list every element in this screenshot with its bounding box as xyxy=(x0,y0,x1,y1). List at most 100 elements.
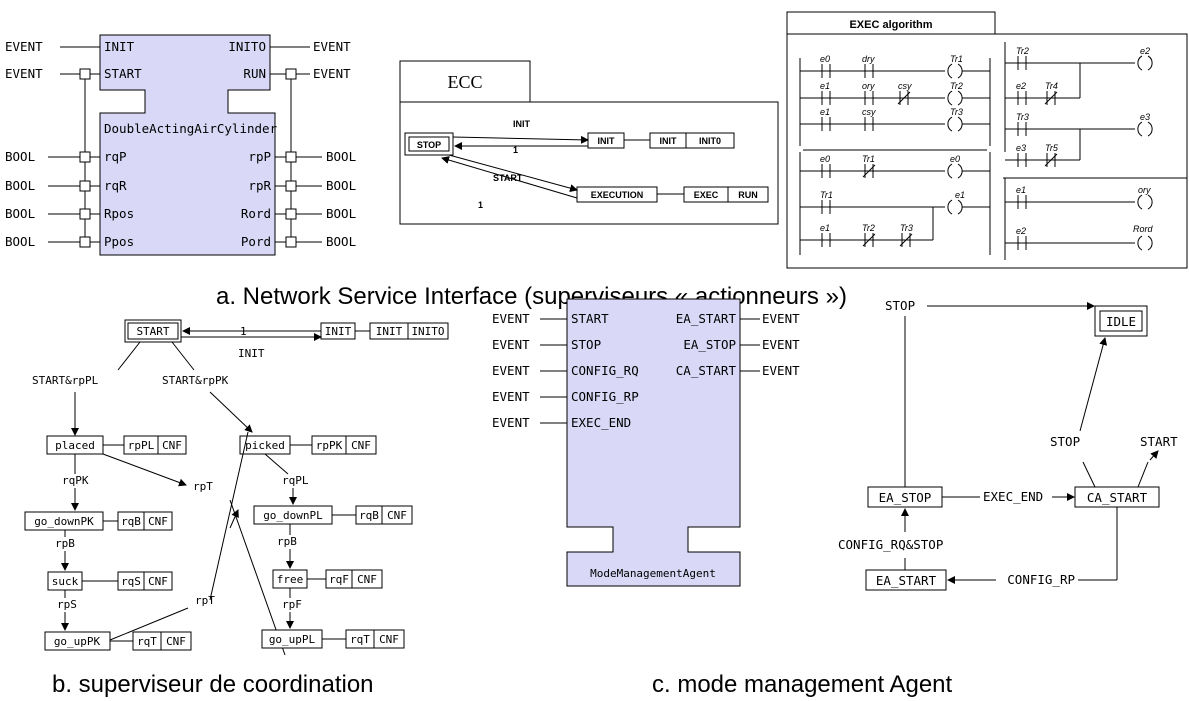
coord-trans-rpf: rpF xyxy=(282,598,302,611)
rung8-contact xyxy=(1017,195,1027,209)
coord-placed-label: placed xyxy=(55,439,95,452)
rung6b-contact-nc xyxy=(1044,91,1058,105)
port-rqP: rqP xyxy=(104,149,127,164)
mma-ca-start-label: CA_START xyxy=(1087,490,1148,505)
exec-title: EXEC algorithm xyxy=(849,19,932,31)
coord-go-downpl-action: rqB xyxy=(359,509,379,522)
rung5b-contact xyxy=(821,233,831,247)
mma-port-config-rq: CONFIG_RQ xyxy=(571,363,639,378)
rung6-label: Tr2 xyxy=(1016,46,1029,56)
ecc-title: ECC xyxy=(447,72,482,92)
mma-trans-stop-top: STOP xyxy=(885,298,915,313)
port-inito: INITO xyxy=(228,39,266,54)
mma-port-config-rp: CONFIG_RP xyxy=(571,389,639,404)
ecc-init-action-algo: INIT xyxy=(660,136,678,146)
rung3-label: e1 xyxy=(820,107,830,117)
data-type-label: BOOL xyxy=(326,178,356,193)
ecc-panel: ECC STOP INIT INIT INIT0 EXECUTION EXEC … xyxy=(399,60,779,225)
mma-ecc-panel: IDLE STOP EA_STOP CA_START EXEC_END STOP… xyxy=(838,298,1178,591)
mma-port-start: START xyxy=(571,311,609,326)
mma-trans-config-rq-stop: CONFIG_RQ&STOP xyxy=(838,537,943,552)
rung2-contact xyxy=(864,91,874,105)
rung3-contact xyxy=(821,117,831,131)
mma-port-stop: STOP xyxy=(571,337,601,352)
coord-trans-rpb: rpB xyxy=(277,535,297,548)
coord-trans-rqpl: rqPL xyxy=(282,474,309,487)
rung4-label: Tr1 xyxy=(862,154,875,164)
exec-algorithm-panel: EXEC algorithm e0 dry Tr1 e1 ory csy Tr2 xyxy=(786,11,1188,269)
coord-go-uppl-action: rqT xyxy=(350,633,370,646)
coord-placed-action: CNF xyxy=(162,439,182,452)
fb-mma: EVENT EVENT EVENT EVENT EVENT EVENT EVEN… xyxy=(492,298,800,587)
rung2-contact xyxy=(821,91,831,105)
rung4-label: e0 xyxy=(820,154,830,164)
ecc-exec-action-event: RUN xyxy=(738,190,758,200)
rung2-label: csy xyxy=(898,81,912,91)
data-type-label: BOOL xyxy=(5,206,35,221)
data-type-label: BOOL xyxy=(5,234,35,249)
rung8-label: e1 xyxy=(1016,185,1026,195)
coord-go-downpl-label: go_downPL xyxy=(263,509,323,522)
rung5b-contact-nc xyxy=(862,233,876,247)
rung6-contact xyxy=(1017,56,1027,70)
mma-trans-stop: STOP xyxy=(1050,434,1080,449)
coord-go-downpk-action: rqB xyxy=(121,515,141,528)
rung1-label: e0 xyxy=(820,54,830,64)
rung3-label: Tr3 xyxy=(950,107,963,117)
coord-picked-label: picked xyxy=(245,439,285,452)
rung5b-label: Tr2 xyxy=(862,223,875,233)
rung5b-label: e1 xyxy=(820,223,830,233)
caption-b: b. superviseur de coordination xyxy=(52,671,374,698)
coord-free-action: CNF xyxy=(357,573,377,586)
caption-a: a. Network Service Interface (superviseu… xyxy=(216,283,847,310)
mma-event-type: EVENT xyxy=(492,311,530,326)
coord-state-start xyxy=(127,322,179,340)
data-type-label: BOOL xyxy=(5,178,35,193)
coord-init-action: INIT xyxy=(376,325,403,338)
caption-c: c. mode management Agent xyxy=(652,671,953,698)
mma-port-ea-start: EA_START xyxy=(676,311,737,326)
rung1-contact xyxy=(821,64,831,78)
rung2-label: ory xyxy=(862,81,875,91)
coord-trans-start-pl: START&rpPL xyxy=(32,374,99,387)
coord-free-action: rqF xyxy=(329,573,349,586)
rung6b-label: e2 xyxy=(1016,81,1026,91)
rung8-coil xyxy=(1137,194,1153,210)
rung7b-label: Tr5 xyxy=(1045,143,1059,153)
rung4-contact-nc xyxy=(862,164,876,178)
rung8-label: ory xyxy=(1138,185,1151,195)
data-type-label: BOOL xyxy=(5,149,35,164)
port-rpR: rpR xyxy=(248,178,271,193)
coord-trans-one: 1 xyxy=(240,325,247,338)
coord-trans-rqpk: rqPK xyxy=(62,474,89,487)
rung5-label: Tr1 xyxy=(820,190,833,200)
port-init: INIT xyxy=(104,39,135,54)
rung7b-label: e3 xyxy=(1016,143,1026,153)
rung7-label: e3 xyxy=(1140,112,1150,122)
mma-state-ea-start xyxy=(865,569,947,591)
mma-trans-exec-end: EXEC_END xyxy=(983,489,1043,504)
rung1-label: dry xyxy=(862,54,875,64)
rung6b-label: Tr4 xyxy=(1045,81,1058,91)
coord-start-label: START xyxy=(136,325,169,338)
mma-idle-label: IDLE xyxy=(1106,314,1136,329)
coord-trans-init: INIT xyxy=(238,347,265,360)
coord-picked-action: CNF xyxy=(351,439,371,452)
rung2-label: e1 xyxy=(820,81,830,91)
event-type-label: EVENT xyxy=(313,39,351,54)
ecc-title-box xyxy=(399,60,531,103)
data-type-label: BOOL xyxy=(326,206,356,221)
port-Rpos: Rpos xyxy=(104,206,134,221)
fb-cylinder-name: DoubleActingAirCylinder xyxy=(104,121,278,136)
fb-mma-body xyxy=(566,298,741,587)
coord-go-downpl-action: CNF xyxy=(387,509,407,522)
rung2-contact-nc xyxy=(897,91,911,105)
ecc-trans-init: INIT xyxy=(513,119,531,129)
coord-picked-action: rpPK xyxy=(316,439,343,452)
rung1-contact xyxy=(864,64,874,78)
mma-event-type: EVENT xyxy=(762,363,800,378)
ecc-stop-label: STOP xyxy=(417,140,441,150)
coord-go-uppk-action: rqT xyxy=(137,635,157,648)
ecc-arc-init xyxy=(452,135,589,144)
